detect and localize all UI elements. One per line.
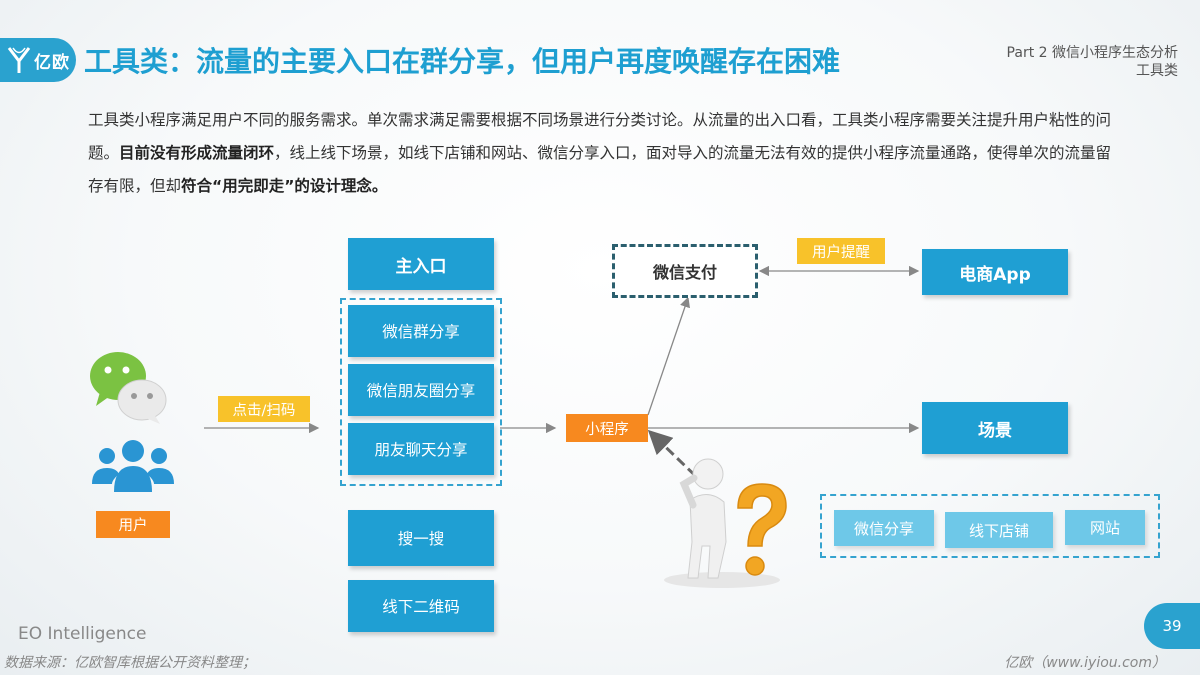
offline-qr-box: 线下二维码 [348, 580, 494, 632]
logo-y-icon [7, 47, 31, 73]
user-remind-label: 用户提醒 [797, 238, 885, 264]
main-entry-box: 主入口 [348, 238, 494, 290]
subsection-label: 工具类 [1136, 63, 1178, 79]
yiou-logo: 亿欧 [0, 38, 76, 82]
entry-moments-share: 微信朋友圈分享 [348, 364, 494, 416]
ecommerce-app-box: 电商App [922, 249, 1068, 295]
wechat-icon [88, 348, 168, 424]
thinking-person-question-icon [660, 450, 800, 590]
intro-text-1: 工具类小程序满足用户不同的服务需求。单次需求满足需要根据不同场景进行分类讨论。从… [88, 111, 1112, 162]
offline-sources-dashed-group [820, 494, 1160, 558]
logo-text: 亿欧 [34, 52, 70, 73]
page-number: 39 [1144, 603, 1200, 649]
intro-bold-2: 符合“用完即走”的设计理念。 [181, 177, 388, 195]
part-label: Part 2 微信小程序生态分析 [1006, 45, 1178, 61]
footer-url: 亿欧（www.iyiou.com） [1004, 655, 1166, 671]
footer-brand: EO Intelligence [18, 624, 147, 644]
source-website: 网站 [1065, 510, 1145, 545]
click-scan-label: 点击/扫码 [218, 396, 310, 422]
arrow-offline-to-miniprogram [647, 429, 708, 488]
arrow-miniprogram-to-pay [647, 296, 690, 416]
entries-dashed-group [340, 298, 502, 486]
user-label: 用户 [96, 511, 170, 538]
footer-source: 数据来源：亿欧智库根据公开资料整理； [4, 655, 256, 671]
source-offline-store: 线下店铺 [945, 512, 1053, 548]
intro-paragraph: 工具类小程序满足用户不同的服务需求。单次需求满足需要根据不同场景进行分类讨论。从… [88, 104, 1118, 203]
scene-box: 场景 [922, 402, 1068, 454]
intro-bold-1: 目前没有形成流量闭环 [119, 144, 275, 162]
mini-program-node: 小程序 [566, 414, 648, 442]
section-label: Part 2 微信小程序生态分析 工具类 [1007, 44, 1178, 80]
intro-text-2: ，线上线下场景，如线下店铺和网站、微信分享入口，面对导入的流量无法有效的提供小程… [88, 144, 1112, 195]
wechat-pay-box: 微信支付 [612, 244, 758, 298]
entry-wechat-group-share: 微信群分享 [348, 305, 494, 357]
entry-chat-share: 朋友聊天分享 [348, 423, 494, 475]
search-box: 搜一搜 [348, 510, 494, 566]
source-wechat-share: 微信分享 [834, 510, 934, 546]
page-title: 工具类：流量的主要入口在群分享，但用户再度唤醒存在困难 [84, 45, 841, 78]
user-group-icon [92, 438, 174, 492]
